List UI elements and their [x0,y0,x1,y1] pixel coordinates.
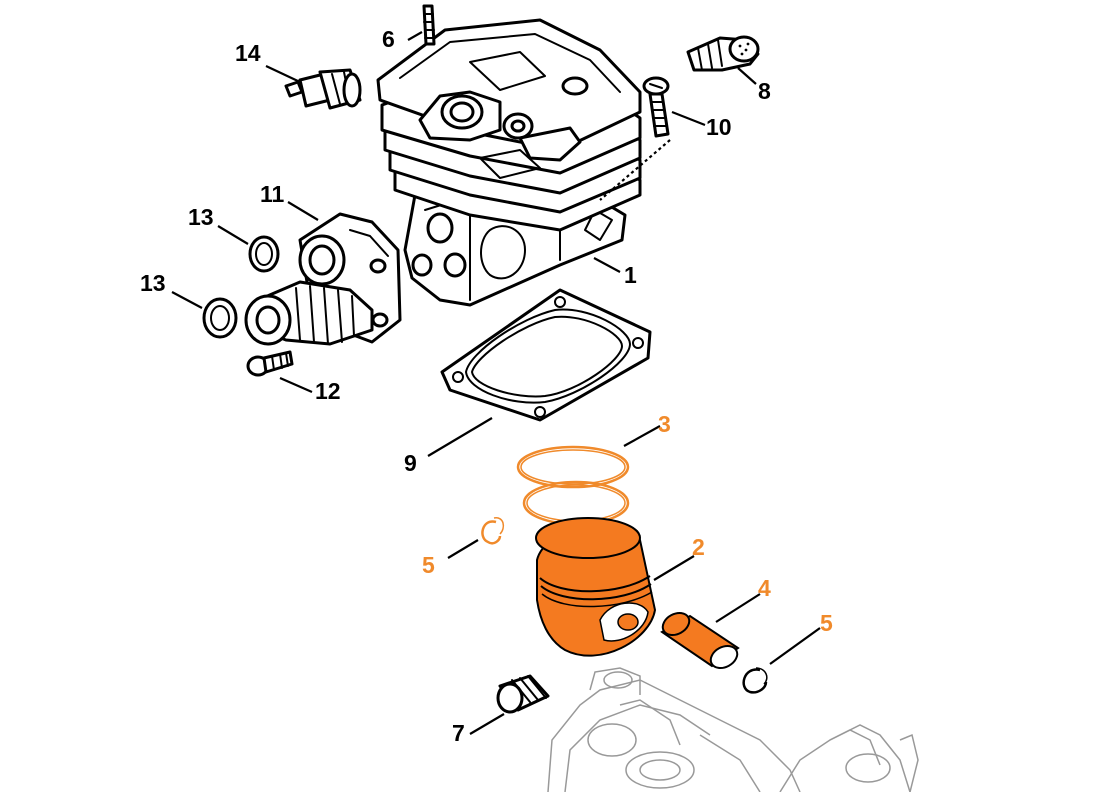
crankcase-outline [547,667,919,792]
callout-13-lower: 13 [140,270,166,296]
callout-5-right: 5 [820,610,833,636]
cylinder-part-1 [376,18,642,307]
callout-2: 2 [692,534,705,560]
callout-5-left: 5 [422,552,435,578]
ring-part-13-upper [248,235,280,273]
intake-boot [244,280,374,346]
callout-9: 9 [404,450,417,476]
callout-3: 3 [658,411,671,437]
leader-lines [171,31,821,735]
gasket-part-9 [440,288,652,422]
callout-13-upper: 13 [188,204,214,230]
screw-part-10 [642,76,670,138]
stud-part-6 [422,4,436,46]
callout-1: 1 [624,262,637,288]
circlip-part-5-left [481,517,505,545]
callout-7: 7 [452,720,465,746]
decompression-valve-part-8 [686,35,760,72]
callout-6: 6 [382,26,395,52]
callout-14: 14 [235,40,261,66]
piston-rings-part-3 [516,445,630,526]
callout-8: 8 [758,78,771,104]
needle-bearing-part-7 [496,674,550,714]
piston-pin-part-4 [660,611,740,670]
circlip-part-5-right [742,667,768,694]
callout-4: 4 [758,575,771,601]
piston-part-2 [535,517,657,657]
ring-part-13-lower [202,297,238,339]
callout-10: 10 [706,114,732,140]
callout-11: 11 [260,181,285,207]
screw-part-12 [246,350,294,377]
spark-plug-part-14 [284,68,362,110]
callout-12: 12 [315,378,341,404]
